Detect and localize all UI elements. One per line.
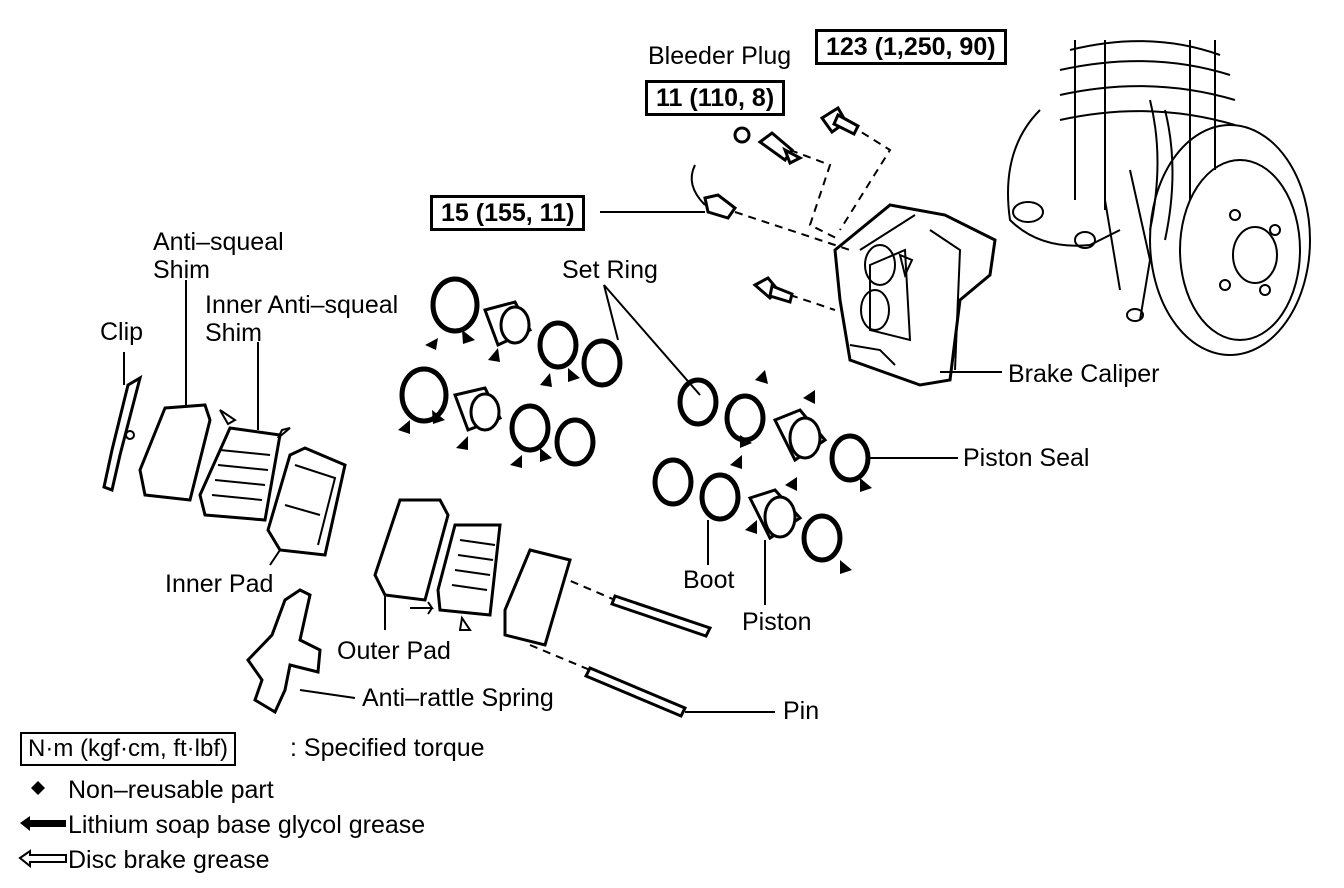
label-piston-seal: Piston Seal (963, 444, 1090, 472)
legend-torque-unit: N·m (kgf·cm, ft·lbf) (20, 732, 236, 766)
legend-non-reusable: Non–reusable part (68, 776, 274, 804)
leader-anti-rattle (299, 689, 356, 699)
bleeder-plug (733, 126, 804, 166)
label-boot: Boot (683, 566, 735, 594)
label-pin: Pin (783, 697, 820, 725)
left-piston-group (399, 276, 623, 467)
label-anti-rattle-spring: Anti–rattle Spring (362, 684, 554, 712)
label-inner-pad: Inner Pad (165, 570, 274, 598)
leader-set-ring (603, 284, 701, 396)
right-piston-group (652, 377, 871, 563)
legend-disc-grease: Disc brake grease (68, 846, 270, 874)
grease-arrows (398, 330, 872, 574)
outer-anti-squeal-shim-part (503, 548, 572, 647)
diamond-icon (31, 781, 45, 795)
label-inner-anti-squeal-shim: Inner Anti–squeal Shim (205, 291, 399, 347)
label-bleeder-plug: Bleeder Plug (648, 42, 792, 70)
union-bolt (690, 164, 738, 220)
legend-lithium-grease: Lithium soap base glycol grease (68, 811, 426, 839)
inner-anti-squeal-shim-part (198, 426, 282, 522)
lower-bolt (752, 276, 794, 304)
clip-part (102, 374, 143, 493)
label-clip: Clip (100, 318, 144, 346)
dash-line-bleeder (789, 149, 841, 241)
inner-pad-part (266, 446, 347, 557)
label-brake-caliper: Brake Caliper (1008, 360, 1160, 388)
brake-caliper (833, 203, 997, 387)
label-outer-pad: Outer Pad (337, 637, 451, 665)
torque-caliper-bolt: 123 (1,250, 90) (815, 29, 1007, 65)
outer-pad-part (373, 498, 450, 602)
dash-line-pin-upper (544, 569, 616, 601)
dash-line-pin-lower (529, 644, 591, 671)
label-anti-squeal-shim: Anti–squeal Shim (153, 228, 284, 284)
anti-rattle-spring-part (246, 588, 322, 715)
strut-hub-assembly (1007, 40, 1311, 356)
label-piston: Piston (742, 608, 812, 636)
outer-shim-part (436, 523, 502, 617)
legend-torque-desc: : Specified torque (290, 734, 485, 762)
torque-bleeder-plug: 11 (110, 8) (645, 80, 786, 116)
hollow-arrow-icon (18, 849, 67, 869)
label-set-ring: Set Ring (562, 256, 658, 284)
caliper-bolt (819, 105, 860, 137)
dash-line-caliper-bolt (839, 124, 892, 231)
leader-inner-pad (269, 549, 281, 566)
solid-arrow-icon (20, 816, 66, 831)
disc-grease-arrows (219, 409, 472, 631)
pin-upper (610, 594, 713, 638)
dash-line-lower-bolt (789, 294, 836, 311)
pin-lower (583, 666, 688, 718)
anti-squeal-shim-part (138, 403, 212, 502)
dash-line-union (734, 211, 851, 251)
torque-union-bolt: 15 (155, 11) (430, 195, 586, 231)
